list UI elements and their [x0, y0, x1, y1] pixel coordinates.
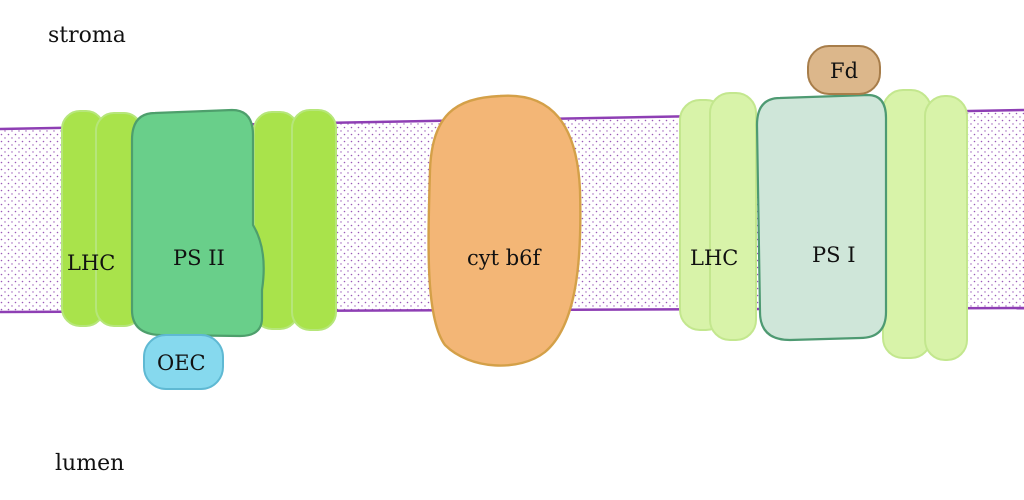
fd-label: Fd	[830, 59, 858, 83]
lumen-label: lumen	[55, 451, 124, 476]
cyt-b6f-label: cyt b6f	[467, 246, 543, 270]
lhc-right-segment-2	[709, 92, 757, 341]
lhc-left-complex	[61, 109, 337, 331]
lhc-left-label: LHC	[67, 251, 115, 275]
lhc-right-complex	[679, 89, 968, 361]
lhc-right-segment-3	[882, 89, 932, 359]
ps2-label: PS II	[173, 246, 225, 270]
fd-complex	[807, 45, 881, 95]
lhc-right-segment-4	[924, 95, 968, 361]
ps1-label: PS I	[812, 243, 856, 267]
oec-label: OEC	[157, 351, 206, 375]
ps1-complex	[755, 93, 888, 342]
lhc-left-segment-4	[291, 109, 337, 331]
stroma-label: stroma	[48, 23, 126, 48]
cyt-b6f-complex	[427, 94, 582, 367]
oec-complex	[143, 334, 224, 390]
ps2-complex	[130, 108, 265, 338]
lhc-right-label: LHC	[690, 246, 738, 270]
